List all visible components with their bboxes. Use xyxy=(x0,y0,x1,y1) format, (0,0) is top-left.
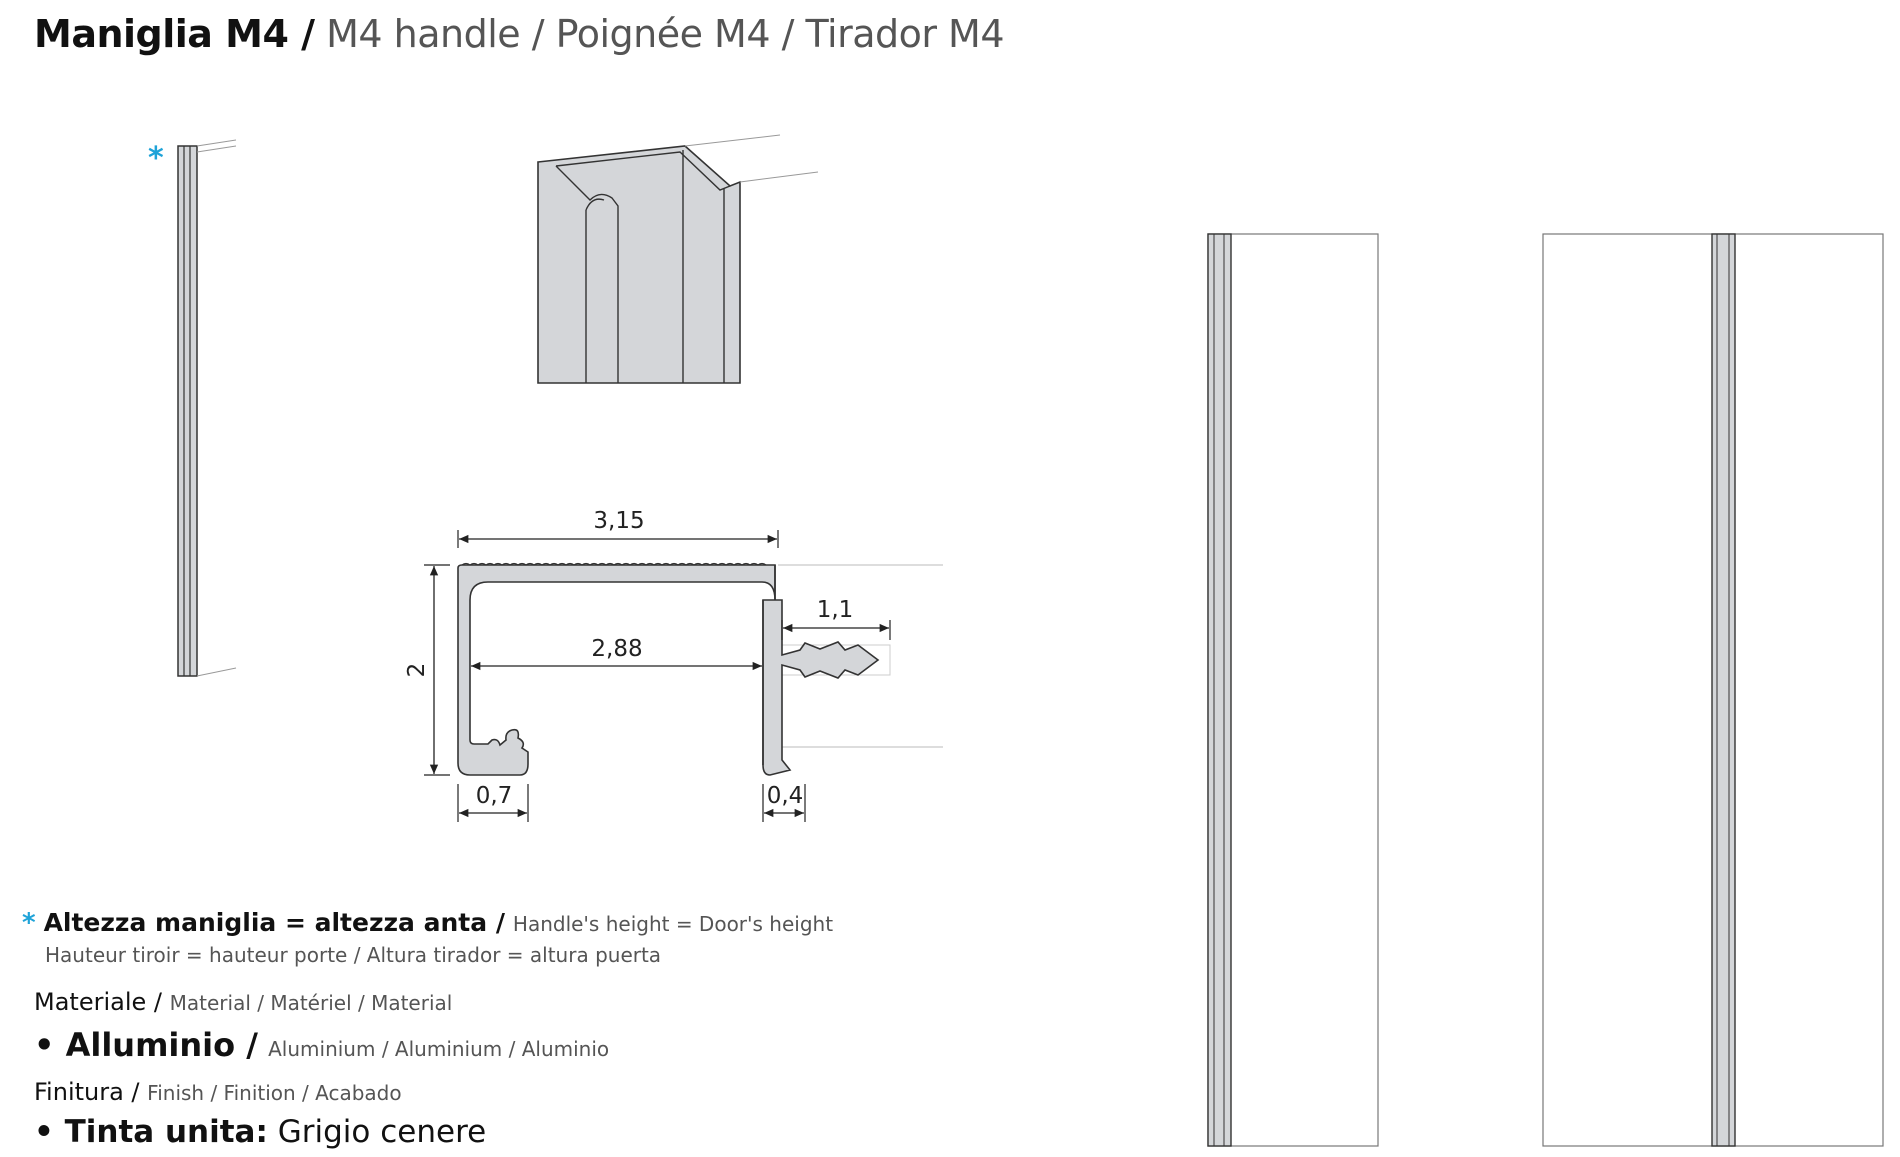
finish-row: Finitura / Finish / Finition / Acabado xyxy=(34,1078,402,1106)
material-translations: Material / Matériel / Material xyxy=(169,991,453,1015)
height-note-en: Handle's height = Door's height xyxy=(512,912,834,936)
height-note-marker: * xyxy=(22,908,36,938)
finish-value-row: • Tinta unita: Grigio cenere xyxy=(34,1114,486,1150)
height-note-fr-es: Hauteur tiroir = hauteur porte / Altura … xyxy=(45,943,662,967)
title-main: Maniglia M4 / xyxy=(34,12,315,56)
material-value-translations: Aluminium / Aluminium / Aluminio xyxy=(268,1037,610,1061)
title-subtitle: M4 handle / Poignée M4 / Tirador M4 xyxy=(326,12,1005,56)
handle-side-view: * xyxy=(148,139,237,677)
finish-label: Finitura / xyxy=(34,1078,140,1106)
dim-overall-width: 3,15 xyxy=(593,508,644,534)
dim-clip-depth: 1,1 xyxy=(817,597,854,623)
door-handle-center xyxy=(1542,233,1884,1147)
finish-value-label: • Tinta unita: xyxy=(34,1114,268,1150)
height-note: * Altezza maniglia = altezza anta / Hand… xyxy=(22,908,833,938)
dim-lip-width: 0,7 xyxy=(476,783,513,809)
height-note-main: Altezza maniglia = altezza anta / xyxy=(43,908,505,937)
material-label: Materiale / xyxy=(34,988,162,1016)
door-handle-left-edge xyxy=(1207,233,1379,1147)
page-title: Maniglia M4 / M4 handle / Poignée M4 / T… xyxy=(34,12,1005,56)
finish-translations: Finish / Finition / Acabado xyxy=(147,1081,402,1105)
material-row: Materiale / Material / Matériel / Materi… xyxy=(34,988,452,1016)
handle-cross-section: 3,15 2,88 2 1,1 0,7 0,4 xyxy=(404,508,943,822)
handle-perspective-view xyxy=(537,134,819,384)
height-marker: * xyxy=(148,141,164,176)
dim-height: 2 xyxy=(404,663,430,678)
dim-wall-thickness: 0,4 xyxy=(767,783,804,809)
finish-value: Grigio cenere xyxy=(277,1114,487,1150)
dim-inner-width: 2,88 xyxy=(591,636,642,662)
material-value-row: • Alluminio / Aluminium / Aluminium / Al… xyxy=(34,1026,609,1064)
material-value: • Alluminio / xyxy=(34,1026,258,1064)
